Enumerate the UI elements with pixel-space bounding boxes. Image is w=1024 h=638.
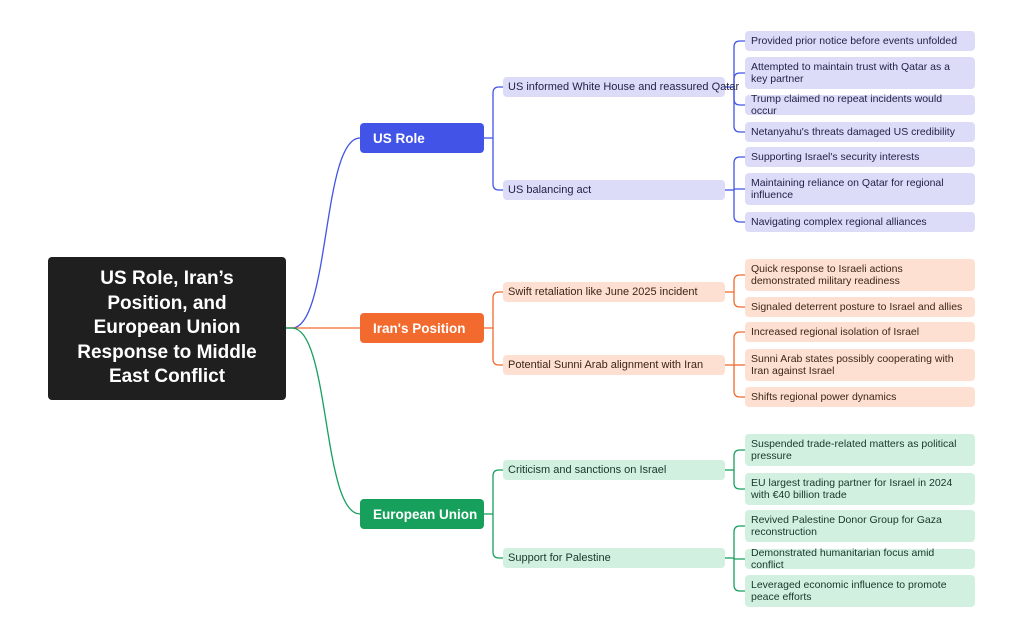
leaf-humanitarian[interactable]: Demonstrated humanitarian focus amid con…: [745, 546, 975, 572]
link-iran-sunni-leaves-0: [733, 331, 745, 365]
leaf-label: Revived Palestine Donor Group for Gaza r…: [751, 513, 942, 539]
sub-us-informed[interactable]: US informed White House and reassured Qa…: [503, 77, 739, 97]
link-eu-subs-1: [492, 514, 503, 559]
leaf-alliances[interactable]: Navigating complex regional alliances: [745, 212, 975, 232]
link-eu-palestine-leaves-1: [733, 557, 745, 560]
leaf-label: Increased regional isolation of Israel: [751, 325, 920, 338]
branch-us-role[interactable]: US Role: [360, 123, 484, 153]
sub-label: US balancing act: [508, 184, 592, 196]
link-root-eu: [286, 327, 361, 515]
leaf-label: Attempted to maintain trust with Qatar a…: [751, 60, 951, 86]
sub-us-balancing[interactable]: US balancing act: [503, 180, 725, 200]
link-eu-criticism-leaves-0: [733, 449, 745, 470]
leaf-donor-group[interactable]: Revived Palestine Donor Group for Gaza r…: [745, 510, 975, 542]
branch-label: US Role: [373, 130, 425, 146]
leaf-trading-partner[interactable]: EU largest trading partner for Israel in…: [745, 473, 975, 505]
leaf-qatar-reliance[interactable]: Maintaining reliance on Qatar for region…: [745, 173, 975, 205]
leaf-suspended-trade[interactable]: Suspended trade-related matters as polit…: [745, 434, 975, 466]
branch-iran-position[interactable]: Iran's Position: [360, 313, 484, 343]
leaf-maintain-trust[interactable]: Attempted to maintain trust with Qatar a…: [745, 57, 975, 89]
leaf-label: Navigating complex regional alliances: [751, 215, 927, 228]
sub-label: Criticism and sanctions on Israel: [508, 464, 667, 476]
leaf-military-readiness[interactable]: Quick response to Israeli actions demons…: [745, 259, 975, 291]
leaf-label: Trump claimed no repeat incidents would …: [751, 92, 943, 118]
sub-criticism-sanctions[interactable]: Criticism and sanctions on Israel: [503, 460, 725, 480]
leaf-label: Provided prior notice before events unfo…: [751, 34, 958, 47]
leaf-isolation[interactable]: Increased regional isolation of Israel: [745, 322, 975, 342]
leaf-credibility[interactable]: Netanyahu's threats damaged US credibili…: [745, 122, 975, 142]
sub-label: Support for Palestine: [508, 552, 611, 564]
link-us-subs-0: [492, 86, 503, 138]
link-us-subs-1: [492, 138, 503, 191]
sub-support-palestine[interactable]: Support for Palestine: [503, 548, 725, 568]
leaf-label: Shifts regional power dynamics: [751, 390, 897, 403]
leaf-prior-notice[interactable]: Provided prior notice before events unfo…: [745, 31, 975, 51]
link-eu-subs-0: [492, 469, 503, 514]
link-us-informed-leaves-3: [733, 87, 745, 133]
link-iran-swift-leaves-0: [733, 274, 745, 292]
branch-label: Iran's Position: [373, 320, 466, 336]
sub-swift-retaliation[interactable]: Swift retaliation like June 2025 inciden…: [503, 282, 725, 302]
branch-label: European Union: [373, 506, 478, 522]
link-iran-sunni-leaves-2: [733, 365, 745, 398]
branch-european-union[interactable]: European Union: [360, 499, 484, 529]
leaf-deterrent[interactable]: Signaled deterrent posture to Israel and…: [745, 297, 975, 317]
link-eu-palestine-leaves-2: [733, 558, 745, 592]
link-iran-subs-0: [492, 291, 503, 328]
leaf-power-dynamics[interactable]: Shifts regional power dynamics: [745, 387, 975, 407]
leaf-label: Netanyahu's threats damaged US credibili…: [751, 125, 955, 138]
leaf-label: EU largest trading partner for Israel in…: [751, 476, 953, 502]
sub-label: Potential Sunni Arab alignment with Iran: [508, 359, 704, 371]
link-us-balancing-leaves-0: [733, 156, 745, 190]
leaf-label: Sunni Arab states possibly cooperating w…: [751, 352, 954, 378]
leaf-sunni-cooperation[interactable]: Sunni Arab states possibly cooperating w…: [745, 349, 975, 381]
link-eu-criticism-leaves-1: [733, 470, 745, 490]
link-us-balancing-leaves-1: [733, 188, 745, 191]
sub-label: Swift retaliation like June 2025 inciden…: [508, 286, 698, 298]
leaf-label: Demonstrated humanitarian focus amid con…: [751, 546, 935, 572]
link-iran-swift-leaves-1: [733, 292, 745, 308]
root-node[interactable]: US Role, Iran’s Position, and European U…: [48, 257, 286, 400]
leaf-label: Supporting Israel's security interests: [751, 150, 920, 163]
leaf-no-repeat[interactable]: Trump claimed no repeat incidents would …: [745, 92, 975, 118]
leaf-label: Leveraged economic influence to promote …: [751, 578, 947, 604]
leaf-label: Suspended trade-related matters as polit…: [751, 437, 957, 463]
sub-sunni-alignment[interactable]: Potential Sunni Arab alignment with Iran: [503, 355, 725, 375]
leaf-label: Quick response to Israeli actions demons…: [751, 262, 903, 288]
root-title: US Role, Iran’s Position, and European U…: [77, 268, 257, 388]
link-root-us: [286, 137, 361, 329]
link-us-informed-leaves-0: [733, 40, 745, 87]
link-us-informed-leaves-1: [733, 72, 745, 87]
leaf-label: Maintaining reliance on Qatar for region…: [751, 176, 944, 202]
link-iran-subs-1: [492, 328, 503, 366]
link-us-balancing-leaves-2: [733, 190, 745, 223]
leaf-label: Signaled deterrent posture to Israel and…: [751, 300, 963, 313]
leaf-economic-influence[interactable]: Leveraged economic influence to promote …: [745, 575, 975, 607]
sub-label: US informed White House and reassured Qa…: [508, 81, 740, 93]
leaf-israel-security[interactable]: Supporting Israel's security interests: [745, 147, 975, 167]
link-eu-palestine-leaves-0: [733, 525, 745, 558]
